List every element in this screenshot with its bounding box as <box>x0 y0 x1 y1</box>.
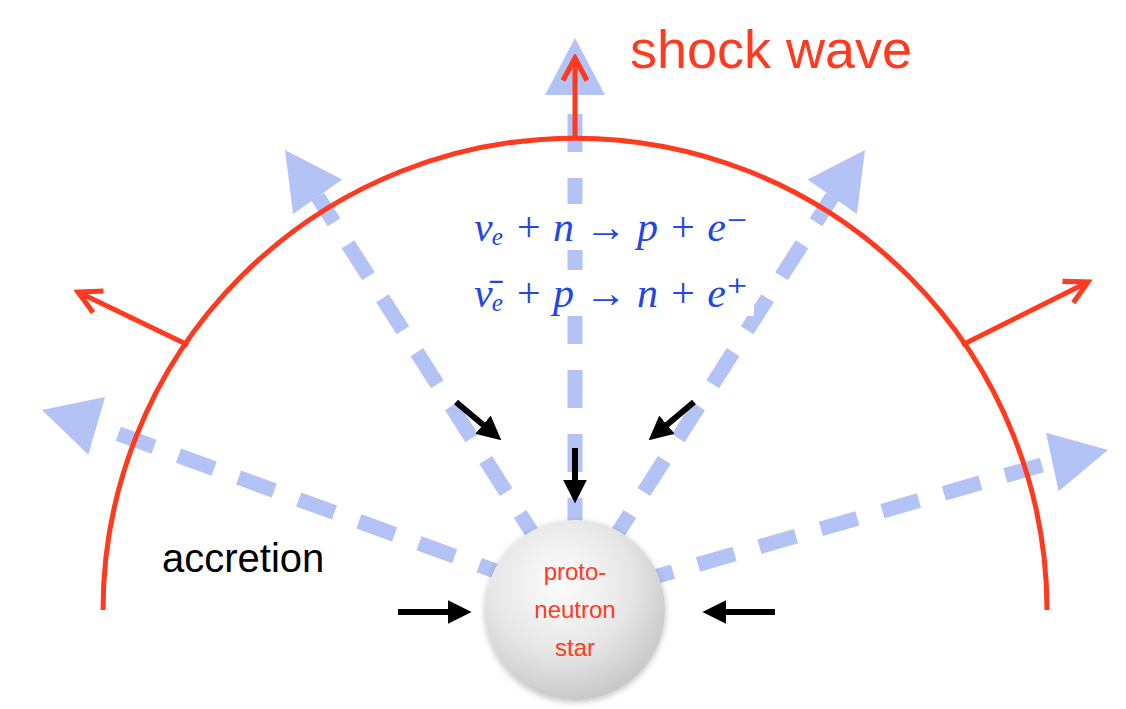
shock-wave-label: shock wave <box>630 20 912 79</box>
neutrino-arrowhead <box>1046 433 1108 492</box>
shock-arrow <box>573 58 578 138</box>
accretion-arrow <box>572 448 578 494</box>
accretion-arrow <box>456 402 494 434</box>
shock-arrows <box>78 58 1088 345</box>
accretion-label: accretion <box>162 536 324 580</box>
neutrino-arrowhead <box>42 397 105 455</box>
neutrino-arrowheads <box>42 38 1108 491</box>
reaction-equation: ν̄ₑ + p → n + e⁺ <box>468 270 754 316</box>
accretion-arrow <box>656 402 694 434</box>
shock-arrow <box>962 282 1088 345</box>
node-label: proto- neutron star <box>525 553 625 667</box>
proto-neutron-star: proto- neutron star <box>485 520 665 700</box>
shock-arrow <box>78 292 188 345</box>
reaction-equation: νₑ + n → p + e⁻ <box>468 204 754 250</box>
accretion-arrow <box>398 609 462 615</box>
accretion-arrow <box>712 609 775 615</box>
